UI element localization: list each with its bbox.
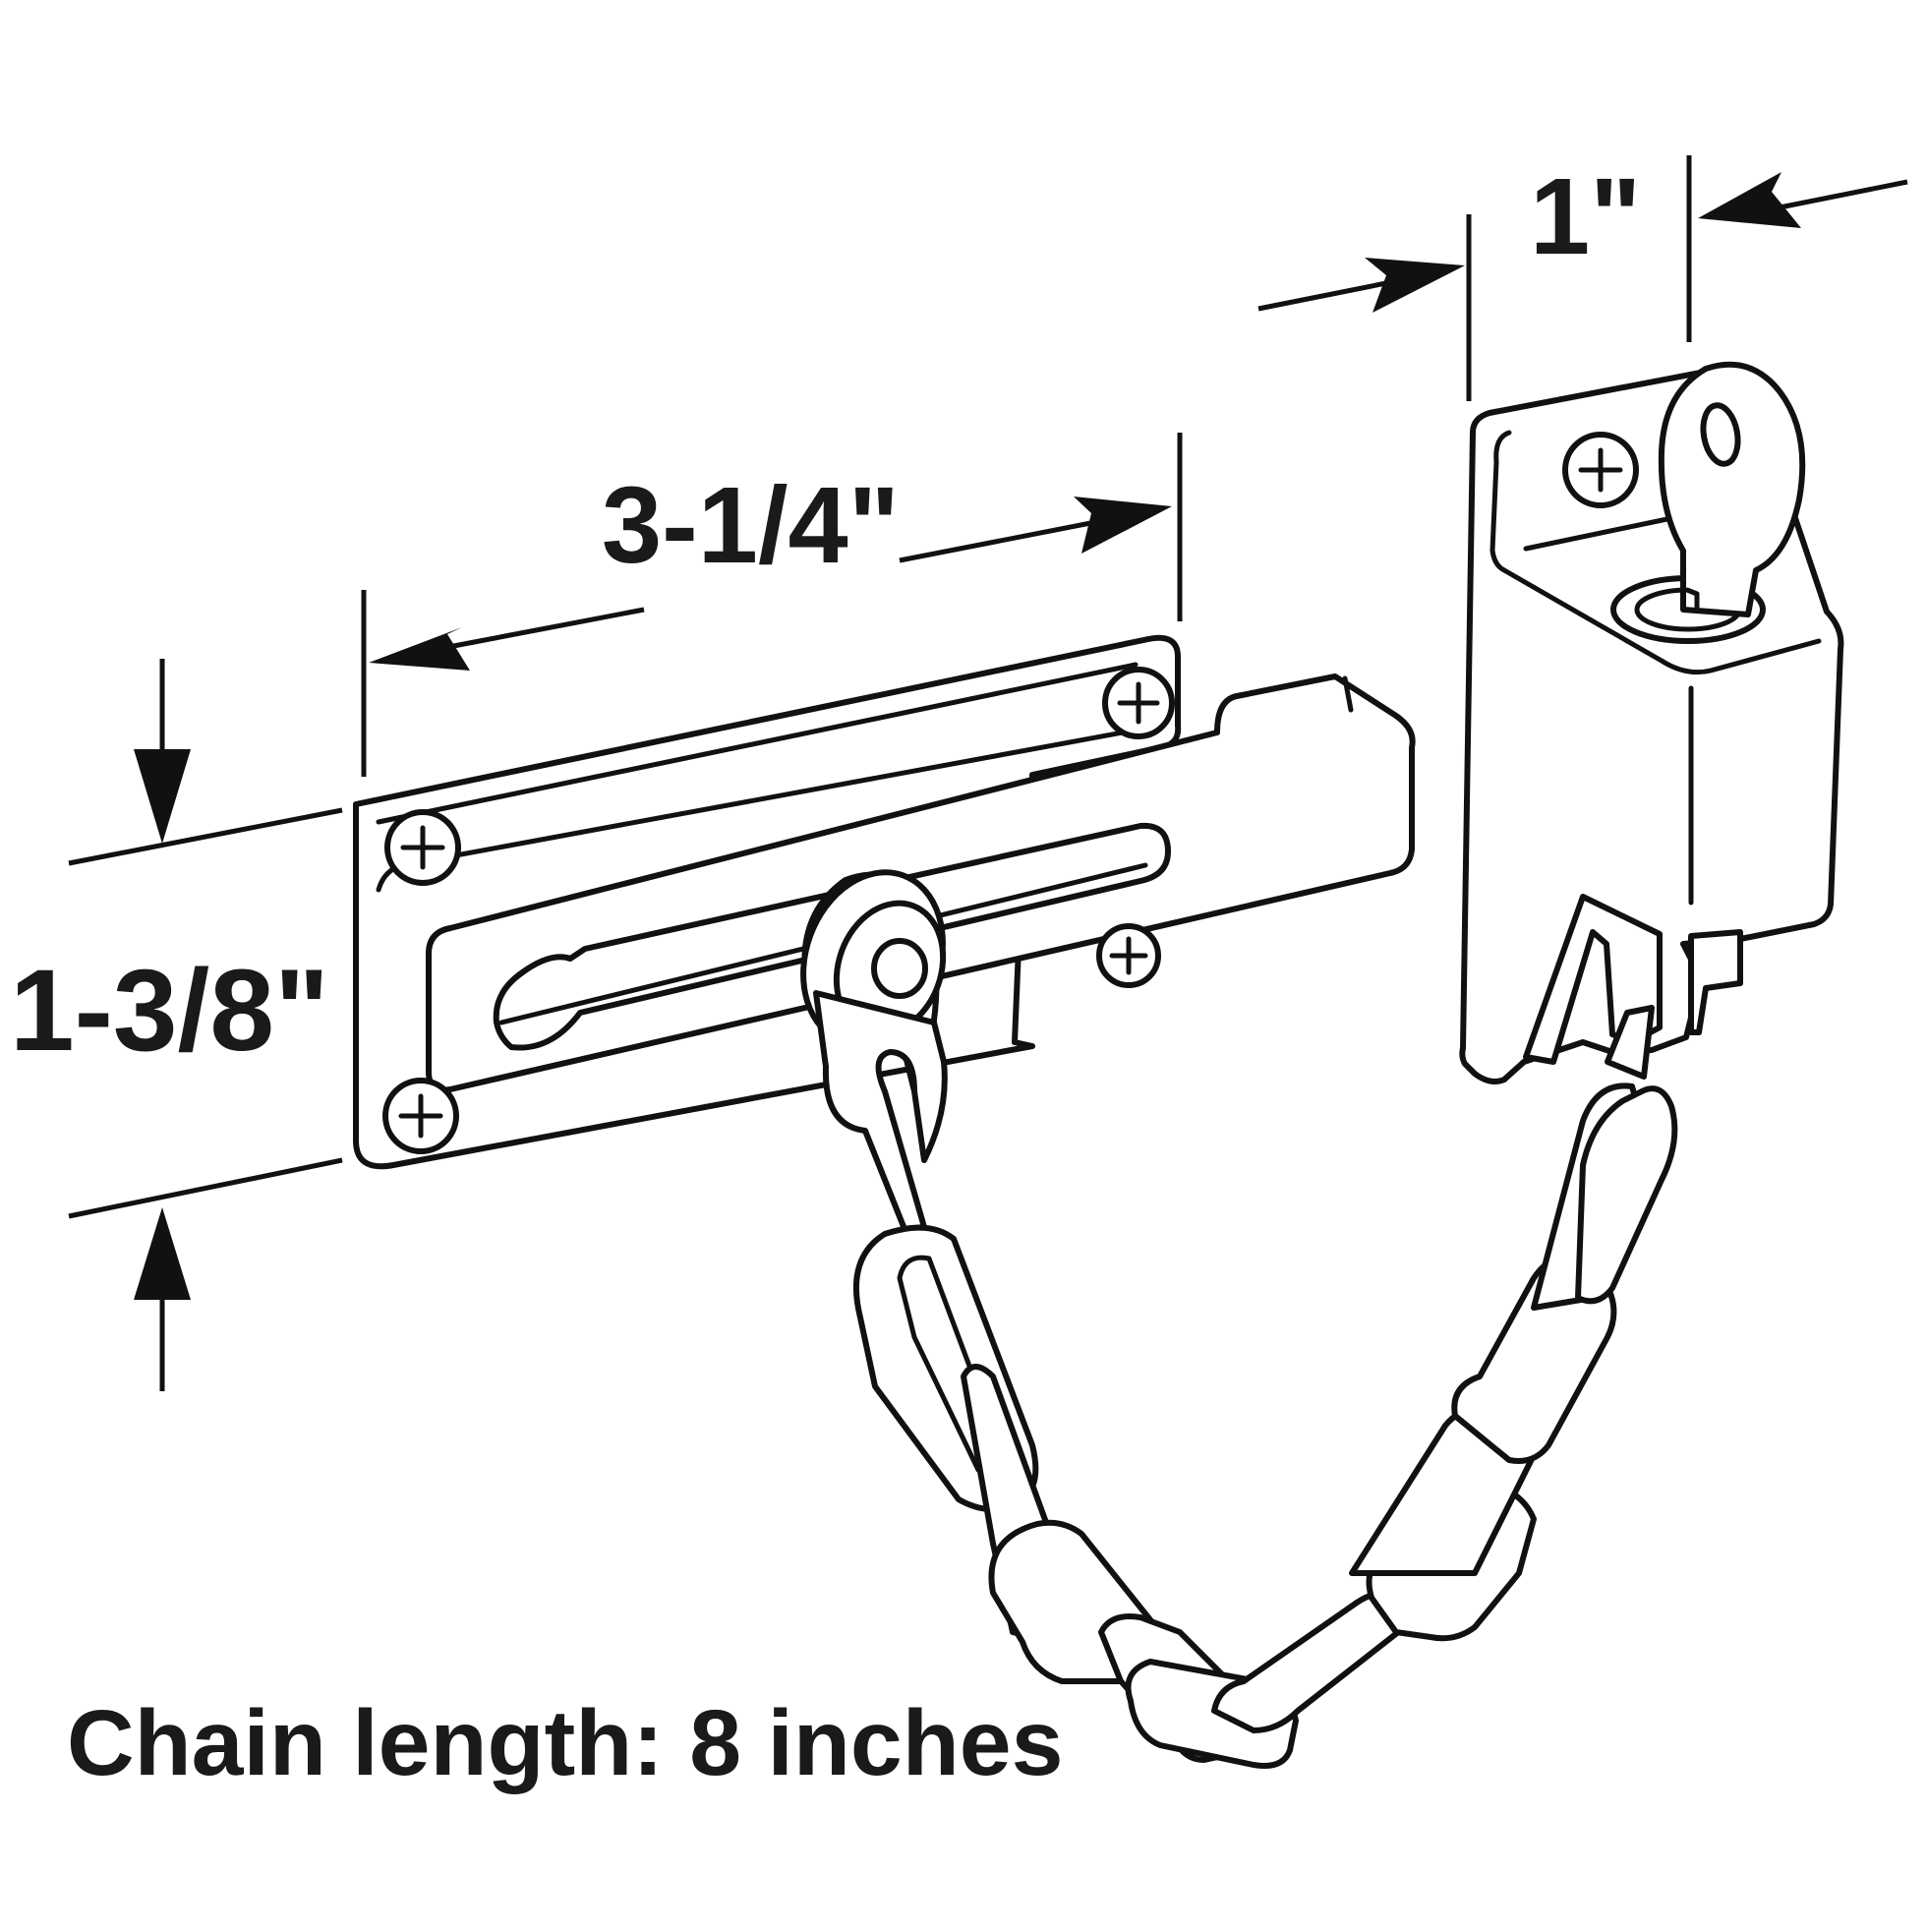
depth-arrow-right-line	[1759, 179, 1908, 214]
plate-inner-edge	[376, 662, 1139, 825]
chain	[813, 990, 1678, 1769]
chain-link-13	[1605, 1005, 1655, 1080]
screw-top-right	[1102, 667, 1175, 739]
housing-latch-tab-2	[1688, 929, 1743, 1035]
chain-link-1	[813, 990, 948, 1232]
height-arrow-bottom	[134, 1207, 191, 1300]
height-label: 1-3/8"	[10, 946, 329, 1076]
width-arrow-right-line	[899, 514, 1122, 563]
height-dimension: 1-3/8"	[10, 659, 343, 1391]
keyed-housing	[1459, 361, 1844, 1084]
height-extension-bottom	[68, 1157, 343, 1219]
width-label: 3-1/4"	[602, 465, 900, 586]
height-extension-top	[68, 807, 343, 866]
depth-arrow-right	[1698, 172, 1801, 228]
depth-arrow-left-line	[1257, 276, 1407, 312]
depth-arrow-left	[1365, 258, 1465, 313]
screw-bottom-left	[382, 1078, 459, 1154]
housing-seam	[1523, 513, 1684, 552]
width-dimension: 3-1/4"	[361, 433, 1183, 777]
height-arrow-top	[134, 749, 191, 844]
width-arrow-right	[1074, 497, 1172, 554]
screw-top-left	[384, 809, 461, 886]
slide-track-assembly	[353, 634, 1416, 1170]
depth-dimension: 1"	[1257, 155, 1908, 401]
screw-bottom-right	[1096, 923, 1161, 988]
width-arrow-left-line	[422, 607, 645, 655]
channel-tab	[1342, 675, 1354, 713]
chain-length-caption: Chain length: 8 inches	[67, 1691, 1063, 1795]
key-icon	[1658, 361, 1806, 617]
chain-link-12	[1575, 1085, 1678, 1305]
depth-label: 1"	[1530, 156, 1641, 277]
housing-screw	[1562, 432, 1639, 508]
width-arrow-left	[369, 627, 470, 671]
housing-top-face	[1489, 430, 1822, 675]
